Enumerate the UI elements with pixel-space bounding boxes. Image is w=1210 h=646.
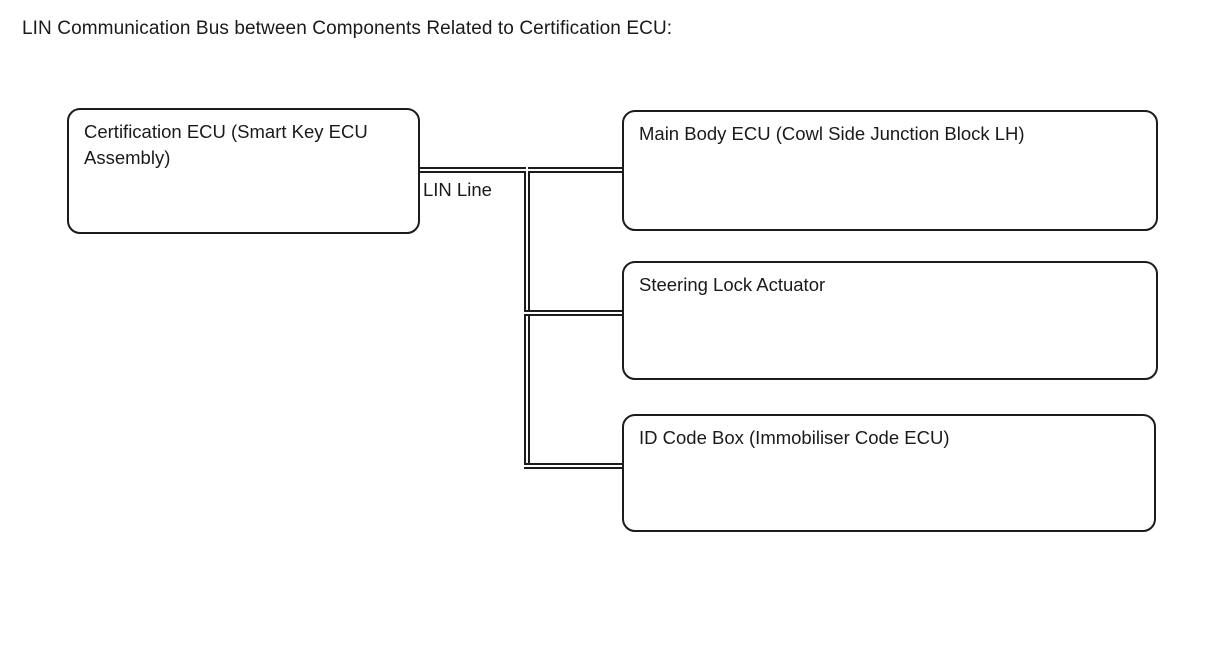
lin-line-edge-label: LIN Line — [423, 179, 492, 200]
lin-bus-branch-to-steering-lock-actuator — [524, 310, 624, 316]
lin-bus-junction-id-code — [526, 465, 528, 468]
node-id-code-box: ID Code Box (Immobiliser Code ECU) — [622, 414, 1156, 532]
lin-bus-junction-left-fill — [524, 169, 530, 171]
node-certification-ecu-label: Certification ECU (Smart Key ECU Assembl… — [84, 121, 368, 168]
node-id-code-box-label: ID Code Box (Immobiliser Code ECU) — [639, 427, 950, 448]
node-main-body-ecu: Main Body ECU (Cowl Side Junction Block … — [622, 110, 1158, 231]
lin-bus-main-horizontal-line — [418, 167, 624, 173]
lin-bus-junction-top — [526, 169, 528, 176]
node-steering-lock-actuator: Steering Lock Actuator — [622, 261, 1158, 380]
diagram-title: LIN Communication Bus between Components… — [22, 18, 673, 39]
lin-bus-vertical-trunk-line — [524, 167, 530, 469]
node-certification-ecu: Certification ECU (Smart Key ECU Assembl… — [67, 108, 420, 234]
lin-bus-junction-steering — [526, 312, 528, 315]
lin-bus-branch-to-id-code-box — [524, 463, 624, 469]
node-main-body-ecu-label: Main Body ECU (Cowl Side Junction Block … — [639, 123, 1025, 144]
node-steering-lock-actuator-label: Steering Lock Actuator — [639, 274, 826, 295]
